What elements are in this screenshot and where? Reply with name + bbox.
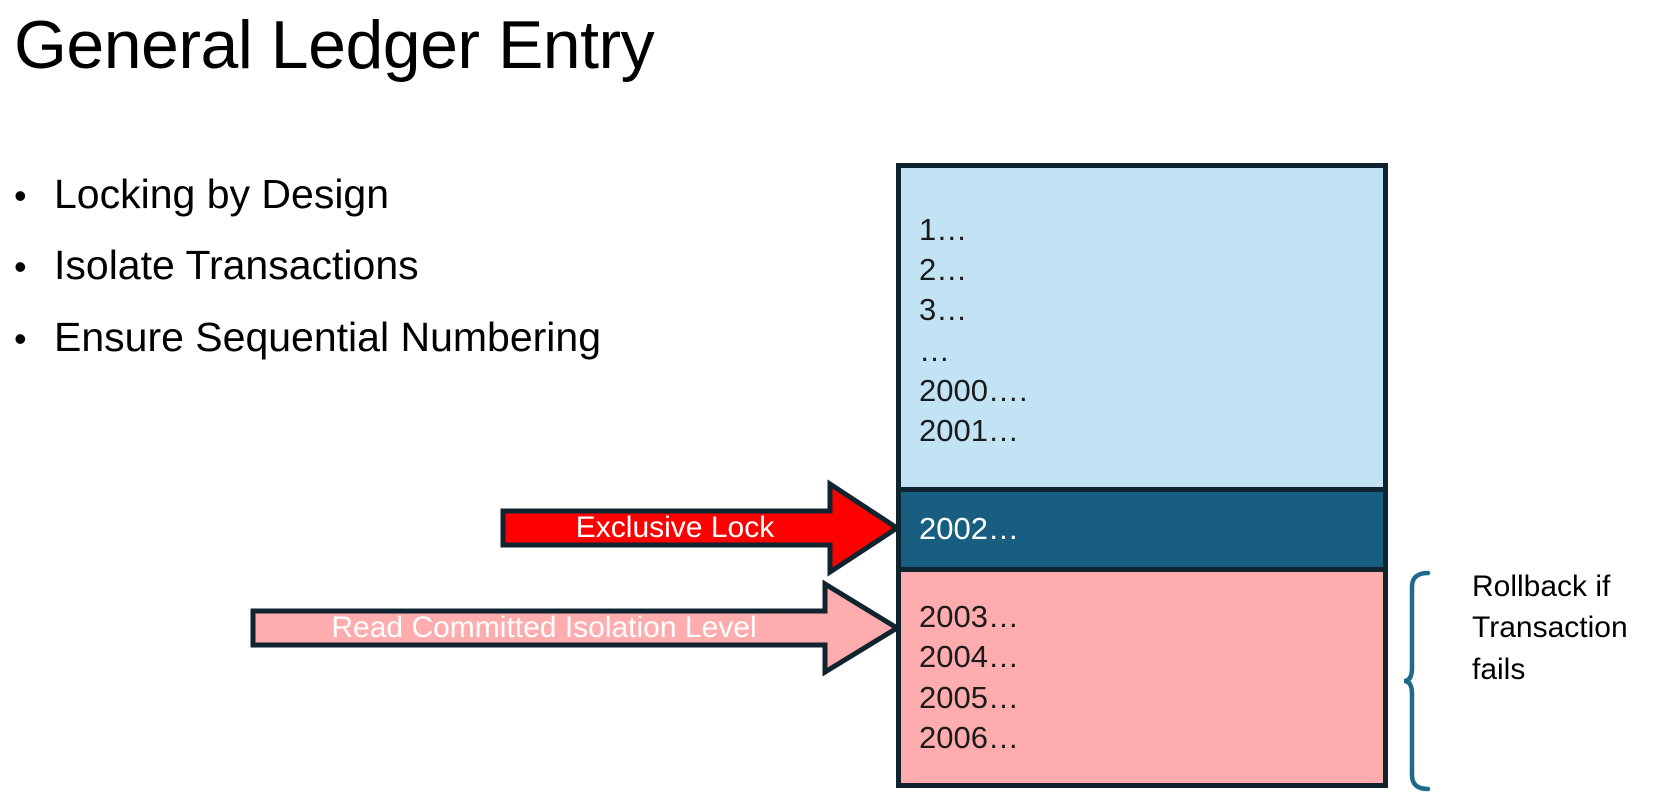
arrow-right-icon [250, 579, 900, 677]
bullet-point-icon: • [14, 246, 27, 288]
bullet-item-label: Isolate Transactions [54, 242, 419, 289]
arrow-right-icon [500, 479, 900, 577]
rollback-note-line: fails [1472, 652, 1526, 686]
ledger-pending-section: 2003… 2004… 2005… 2006… [901, 572, 1383, 783]
ledger-locked-section: 2002… [901, 487, 1383, 572]
rollback-note-line: Transaction [1472, 611, 1628, 645]
list-item: • Ensure Sequential Numbering [14, 313, 844, 361]
exclusive-lock-arrow: Exclusive Lock [500, 478, 900, 578]
ledger-entry: 2006… [919, 719, 1019, 755]
ledger-entry: 2005… [919, 679, 1019, 715]
ledger-committed-section: 1… 2… 3… … 2000…. 2001… [901, 168, 1383, 487]
list-item: • Isolate Transactions [14, 241, 844, 289]
ledger-entry: 2004… [919, 639, 1019, 675]
bullet-item-label: Ensure Sequential Numbering [54, 313, 601, 360]
list-item: • Locking by Design [14, 170, 844, 218]
ledger-entry-ellipsis: … [919, 332, 950, 368]
page-title: General Ledger Entry [14, 7, 655, 83]
ledger-entry-locked: 2002… [919, 511, 1019, 547]
ledger-entry: 1… [919, 211, 968, 247]
bullet-list: • Locking by Design • Isolate Transactio… [14, 170, 844, 384]
rollback-brace-icon [1402, 570, 1442, 792]
ledger-diagram: 1… 2… 3… … 2000…. 2001… 2002… 2003… 2004… [896, 163, 1388, 788]
read-committed-arrow: Read Committed Isolation Level [250, 578, 900, 678]
ledger-entry: 2001… [919, 413, 1019, 449]
rollback-note-line: Rollback if [1472, 570, 1611, 603]
bullet-item-label: Locking by Design [54, 171, 390, 217]
ledger-entry: 3… [919, 292, 968, 328]
bullet-point-icon: • [14, 317, 27, 359]
bullet-point-icon: • [14, 175, 27, 216]
ledger-entry: 2… [919, 251, 968, 287]
ledger-entry: 2003… [919, 598, 1019, 634]
ledger-entry: 2000…. [919, 372, 1028, 408]
rollback-note: Rollback if Transaction fails [1472, 566, 1672, 690]
